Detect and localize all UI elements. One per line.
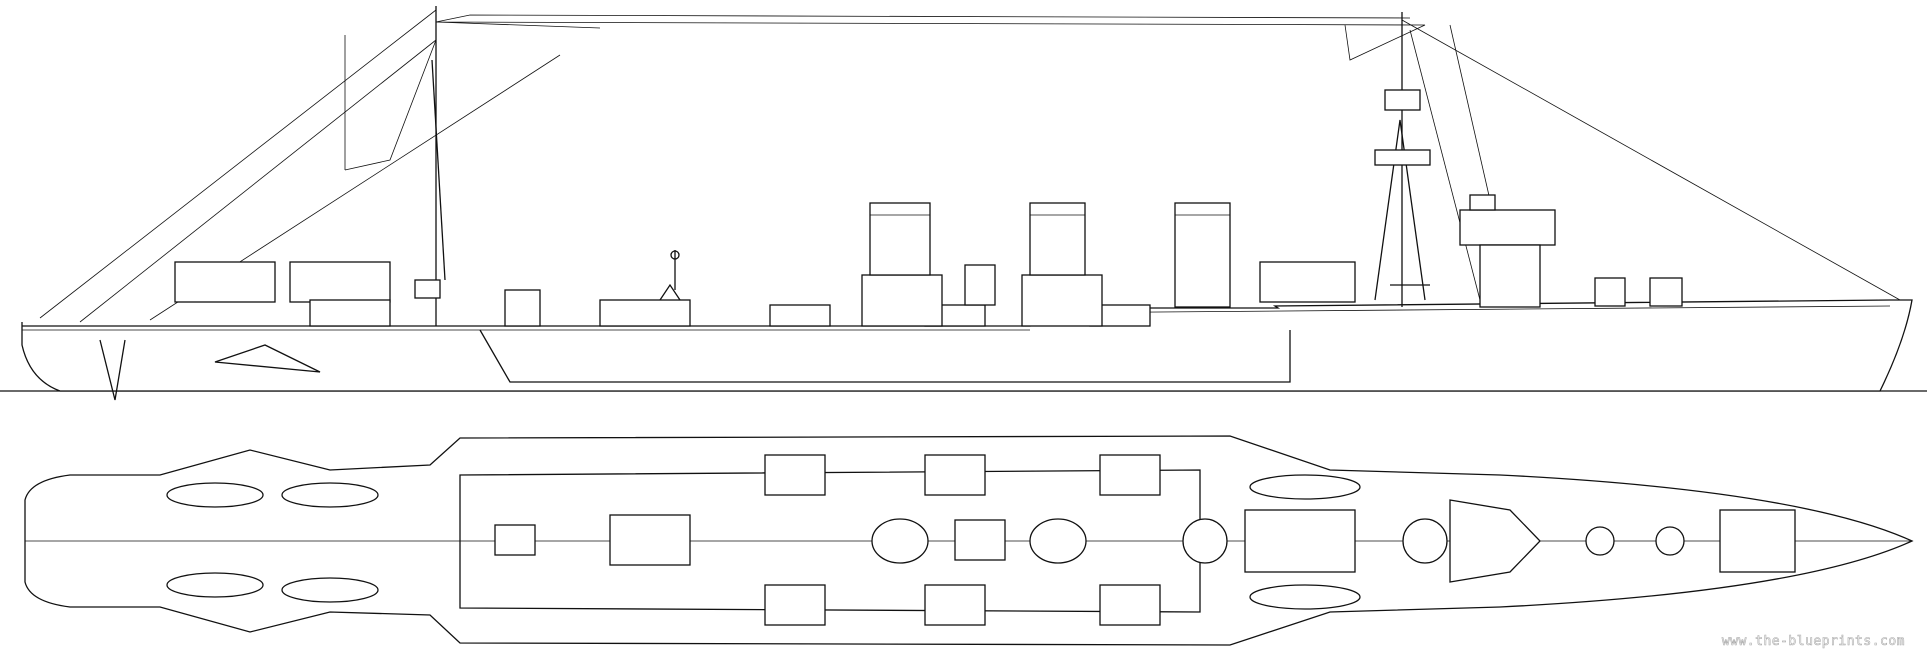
funnel-top (871, 518, 929, 564)
torpedo-mount (769, 304, 831, 327)
funnels (861, 202, 1231, 327)
boat (166, 482, 264, 508)
boat (1249, 584, 1361, 610)
bridge-plan (1449, 499, 1541, 583)
deckhouse (1259, 261, 1356, 303)
torpedo-mount (1099, 454, 1161, 496)
armor-belt (479, 329, 1291, 383)
torpedo-mount (924, 584, 986, 626)
boat (281, 577, 379, 603)
gun-mount (1585, 526, 1615, 556)
gun-mount (1402, 518, 1448, 564)
watermark: www.the-blueprints.com (1721, 634, 1905, 650)
gun-mount (1655, 526, 1685, 556)
boat (281, 482, 379, 508)
rudder (99, 339, 126, 401)
torpedo-mount (764, 584, 826, 626)
torpedo-mount (924, 454, 986, 496)
funnel-top (1029, 518, 1087, 564)
gun-turret (1649, 277, 1683, 307)
bridge (1459, 209, 1556, 246)
gun-turret (1594, 277, 1626, 307)
deck-plan (24, 435, 1914, 646)
forward-fittings (1719, 509, 1796, 573)
funnel-1 (869, 202, 931, 276)
torpedo-mount (764, 454, 826, 496)
torpedo-mount (1099, 584, 1161, 626)
boat (1249, 474, 1361, 500)
funnel-2 (1029, 202, 1086, 276)
funnel-3 (1174, 202, 1231, 308)
side-profile (0, 6, 1927, 401)
boat (166, 572, 264, 598)
funnel-top (1182, 518, 1228, 564)
stern-fitting (214, 344, 321, 373)
hull-side (21, 299, 1913, 392)
aft-boat-deck (174, 261, 276, 303)
deckhouse-plan (1244, 509, 1356, 573)
